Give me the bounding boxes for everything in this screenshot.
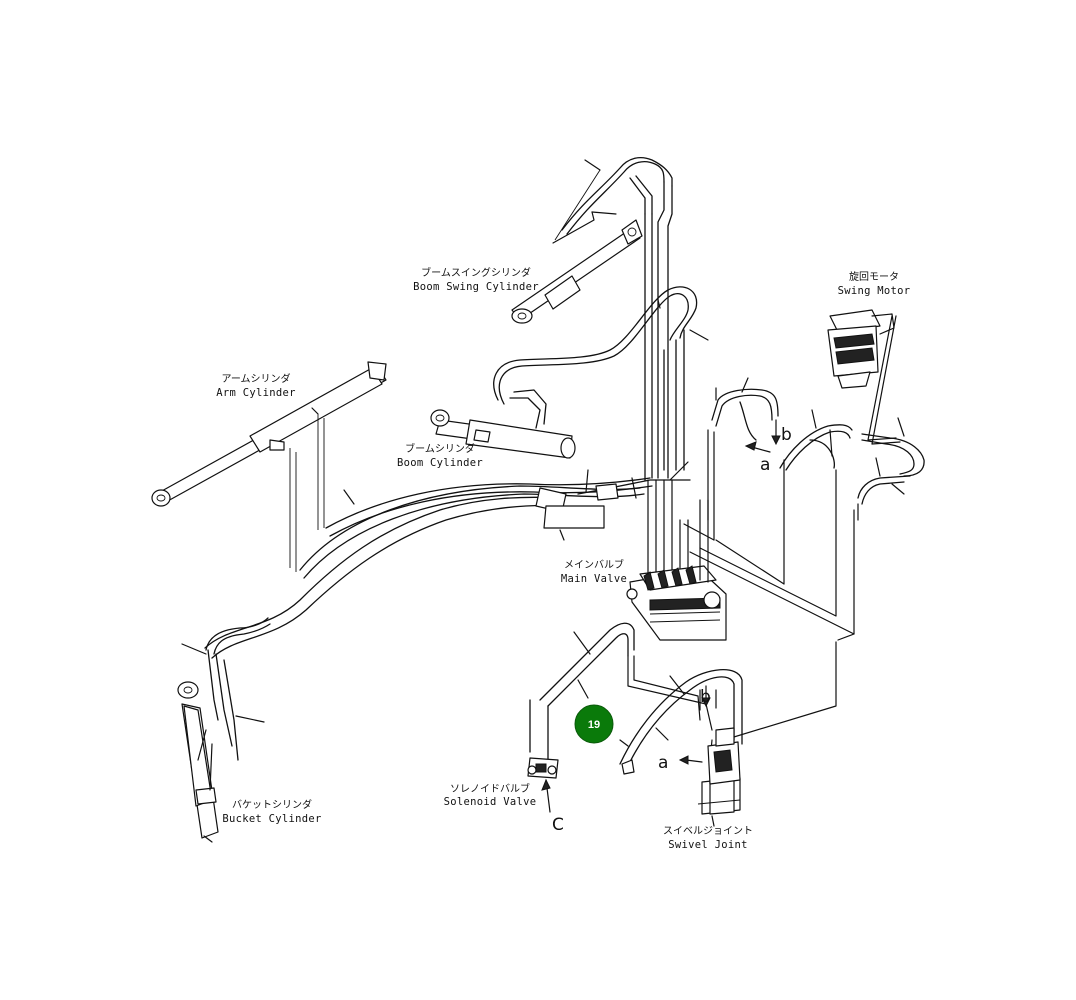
label-boom-swing-cylinder: ブームスイングシリンダ Boom Swing Cylinder <box>413 266 539 293</box>
marker-a-upper: a <box>760 455 770 475</box>
callout-part-19[interactable]: 19 <box>574 704 614 744</box>
svg-text:Arm Cylinder: Arm Cylinder <box>216 387 295 399</box>
svg-text:ブームスイングシリンダ: ブームスイングシリンダ <box>421 266 531 279</box>
marker-b-upper: b <box>781 425 792 445</box>
label-swing-motor: 旋回モータ Swing Motor <box>838 270 911 297</box>
svg-text:Swing Motor: Swing Motor <box>838 285 911 297</box>
label-solenoid-valve: ソレノイドバルブ Solenoid Valve <box>444 782 537 808</box>
svg-text:Bucket Cylinder: Bucket Cylinder <box>222 813 321 825</box>
label-boom-cylinder: ブームシリンダ Boom Cylinder <box>397 442 483 469</box>
svg-text:Boom Swing Cylinder: Boom Swing Cylinder <box>413 281 539 293</box>
svg-text:バケットシリンダ: バケットシリンダ <box>232 798 312 811</box>
svg-text:Swivel Joint: Swivel Joint <box>668 839 747 851</box>
label-main-valve: メインバルブ Main Valve <box>561 558 627 585</box>
svg-text:ソレノイドバルブ: ソレノイドバルブ <box>450 782 530 795</box>
svg-text:Boom Cylinder: Boom Cylinder <box>397 457 483 469</box>
marker-b-lower: b <box>700 687 711 707</box>
label-swivel-joint: スイベルジョイント Swivel Joint <box>663 825 753 851</box>
bucket-hoses <box>181 617 271 791</box>
arm-cylinder <box>151 361 387 572</box>
label-arm-cylinder: アームシリンダ Arm Cylinder <box>216 372 295 399</box>
marker-c-lower: C <box>552 815 564 835</box>
svg-text:ブームシリンダ: ブームシリンダ <box>405 442 475 455</box>
svg-text:スイベルジョイント: スイベルジョイント <box>663 825 753 837</box>
svg-text:アームシリンダ: アームシリンダ <box>221 372 290 385</box>
boom-swing-hoses <box>552 157 673 244</box>
lower-hoses <box>529 622 855 771</box>
bucket-cylinder <box>177 681 219 843</box>
main-valve <box>626 479 727 641</box>
svg-text:旋回モータ: 旋回モータ <box>849 270 899 283</box>
swing-motor <box>827 309 901 445</box>
vertical-tubes <box>644 181 685 481</box>
boom-cylinder-hoses <box>493 286 709 429</box>
main-hose-bundle <box>204 461 691 659</box>
boom-cylinder <box>430 409 576 459</box>
swing-motor-hoses <box>857 417 925 521</box>
svg-text:19: 19 <box>588 719 600 731</box>
arrow-lower-markers <box>541 685 711 813</box>
arrow-upper-a <box>744 419 781 453</box>
svg-text:Solenoid Valve: Solenoid Valve <box>444 796 537 808</box>
label-bucket-cylinder: バケットシリンダ Bucket Cylinder <box>222 798 321 825</box>
marker-a-lower: a <box>658 753 668 773</box>
solenoid-valve <box>527 757 635 779</box>
svg-text:メインバルブ: メインバルブ <box>564 558 624 571</box>
swivel-joint <box>697 727 741 827</box>
svg-text:Main Valve: Main Valve <box>561 573 627 585</box>
boom-swing-cylinder <box>511 219 643 324</box>
